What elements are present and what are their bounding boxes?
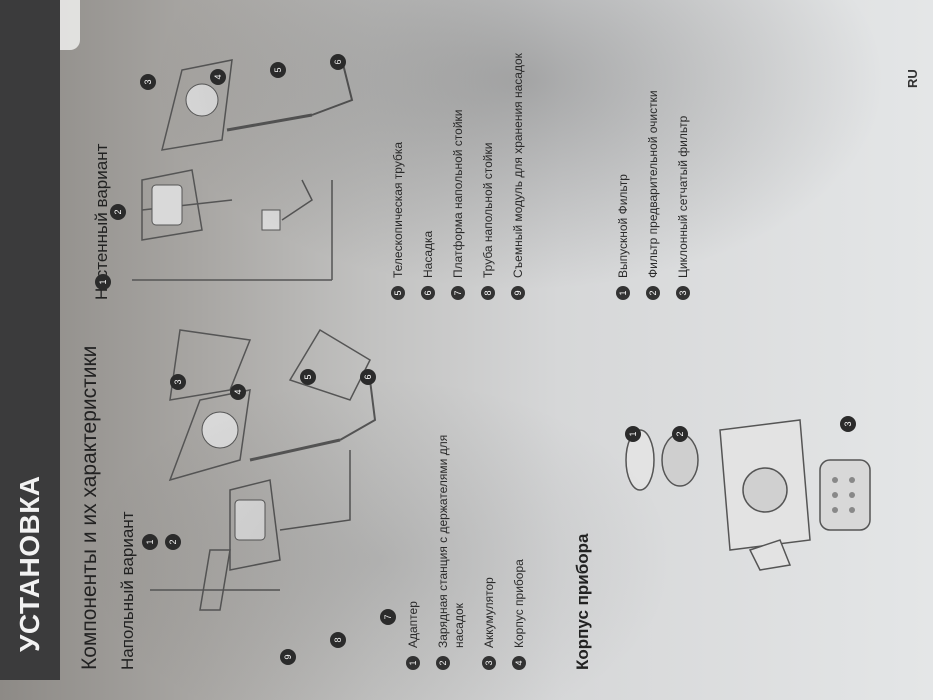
wall-callout-1: 1 <box>95 274 111 290</box>
header-title: УСТАНОВКА <box>14 475 45 652</box>
number-badge: 7 <box>451 286 465 300</box>
list-item: 9 Съемный модуль для хранения насадок <box>510 0 526 300</box>
wall-mount-illustration <box>132 59 354 281</box>
body-callout-3: 3 <box>840 416 856 432</box>
language-tag: RU <box>905 69 920 88</box>
wall-callout-3: 3 <box>140 74 156 90</box>
body-callout-2: 2 <box>672 426 688 442</box>
floor-callout-2: 2 <box>165 534 181 550</box>
header-bar: УСТАНОВКА <box>0 0 60 680</box>
list-item-text: Фильтр предварительной очистки <box>646 90 660 278</box>
list-item: 6 Насадка <box>420 0 436 300</box>
components-list-right: 5 Телескопическая трубка 6 Насадка 7 Платфо… <box>390 0 540 300</box>
components-list-left: 1 Адаптер 2 Зарядная станция с держателями… <box>405 340 541 670</box>
number-badge: 2 <box>646 286 660 300</box>
floor-callout-7: 7 <box>380 609 396 625</box>
number-badge: 1 <box>406 656 420 670</box>
number-badge: 4 <box>512 656 526 670</box>
list-item: 8 Труба напольной стойки <box>480 0 496 300</box>
floor-callout-6: 6 <box>360 369 376 385</box>
wall-callout-4: 4 <box>210 69 226 85</box>
floor-callout-4: 4 <box>230 384 246 400</box>
floor-callout-3: 3 <box>170 374 186 390</box>
list-item: 1 Выпускной Фильтр <box>615 0 631 300</box>
list-item-text: Корпус прибора <box>512 559 526 648</box>
list-item-text: Циклонный сетчатый фильтр <box>676 115 690 278</box>
list-item-text: Зарядная станция с держателями для насад… <box>436 434 466 648</box>
list-item-text: Съемный модуль для хранения насадок <box>511 53 525 278</box>
number-badge: 3 <box>482 656 496 670</box>
list-item: 3 Циклонный сетчатый фильтр <box>675 0 691 300</box>
floor-callout-5: 5 <box>300 369 316 385</box>
list-item: 7 Платформа напольной стойки <box>450 0 466 300</box>
number-badge: 5 <box>391 286 405 300</box>
number-badge: 6 <box>421 286 435 300</box>
body-parts-list: 1 Выпускной Фильтр 2 Фильтр предварительно… <box>615 0 705 300</box>
list-item: 2 Фильтр предварительной очистки <box>645 0 661 300</box>
wall-callout-5: 5 <box>270 62 286 78</box>
number-badge: 9 <box>511 286 525 300</box>
wall-callout-2: 2 <box>110 204 126 220</box>
body-callout-1: 1 <box>625 426 641 442</box>
list-item-text: Платформа напольной стойки <box>451 109 465 278</box>
number-badge: 2 <box>436 656 450 670</box>
body-exploded-illustration <box>625 419 871 571</box>
list-item: 2 Зарядная станция с держателями для наса… <box>435 340 467 670</box>
list-item-text: Адаптер <box>406 601 420 648</box>
floor-callout-1: 1 <box>142 534 158 550</box>
list-item: 5 Телескопическая трубка <box>390 0 406 300</box>
floor-callout-8: 8 <box>330 632 346 648</box>
list-item: 4 Корпус прибора <box>511 340 527 670</box>
list-item-text: Труба напольной стойки <box>481 142 495 278</box>
floor-stand-illustration <box>150 328 377 611</box>
list-item-text: Аккумулятор <box>482 577 496 648</box>
number-badge: 3 <box>676 286 690 300</box>
list-item-text: Телескопическая трубка <box>391 141 405 278</box>
body-title: Корпус прибора <box>573 533 592 670</box>
list-item: 1 Адаптер <box>405 340 421 670</box>
list-item: 3 Аккумулятор <box>481 340 497 670</box>
floor-variant-title: Напольный вариант <box>118 511 137 671</box>
wall-callout-6: 6 <box>330 54 346 70</box>
number-badge: 8 <box>481 286 495 300</box>
section-title: Компоненты и их характеристики <box>78 345 101 670</box>
number-badge: 1 <box>616 286 630 300</box>
list-item-text: Насадка <box>421 230 435 278</box>
floor-callout-9: 9 <box>280 649 296 665</box>
list-item-text: Выпускной Фильтр <box>616 174 630 278</box>
